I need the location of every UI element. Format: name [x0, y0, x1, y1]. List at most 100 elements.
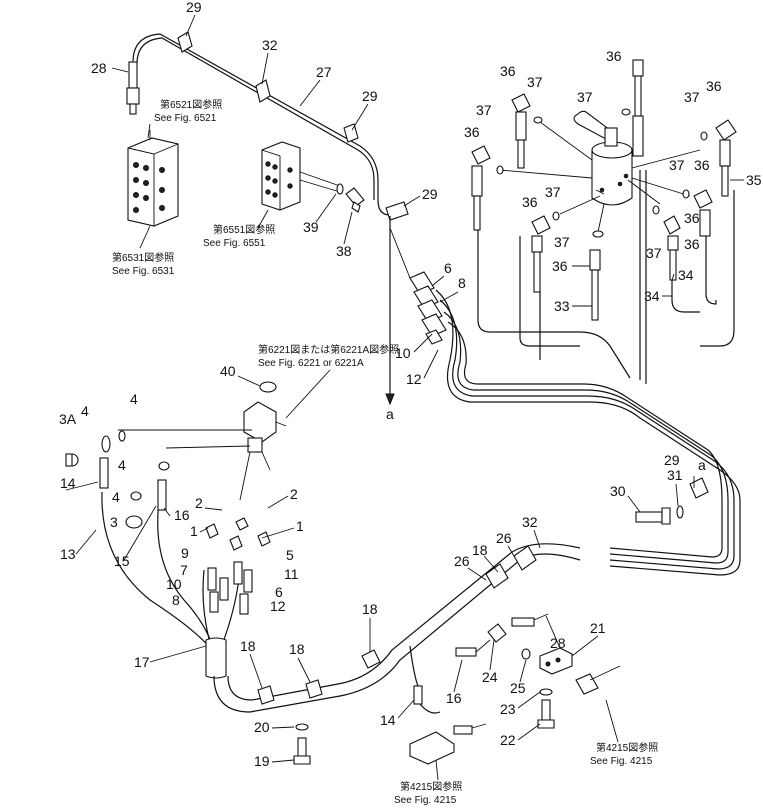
callout-20: 20 — [254, 719, 270, 735]
line-to-a-center — [385, 216, 395, 406]
callout-38: 38 — [336, 243, 352, 259]
callout-a-right: a — [698, 457, 706, 473]
ref-fig-6531: 第6531図参照 See Fig. 6531 — [112, 251, 175, 277]
callout-10: 10 — [395, 345, 411, 361]
ref-6521-en: See Fig. 6521 — [154, 113, 217, 124]
ref-4215b-en: See Fig. 4215 — [394, 795, 457, 806]
ref-fig-4215-right: 第4215図参照 See Fig. 4215 — [590, 699, 658, 767]
callout-14: 14 — [380, 712, 396, 728]
hose-14-16-bottom — [409, 613, 549, 714]
callout-1: 1 — [296, 518, 304, 534]
block-21 — [539, 647, 573, 675]
callout-17: 17 — [134, 654, 150, 670]
callout-36: 36 — [606, 48, 622, 64]
callout-21: 21 — [590, 620, 606, 636]
hose-main-18 — [213, 543, 581, 713]
callout-4: 4 — [118, 457, 126, 473]
bolt-30-washer-31 — [635, 505, 684, 525]
callout-10: 10 — [166, 576, 182, 592]
callout-18: 18 — [472, 542, 488, 558]
callout-36: 36 — [684, 236, 700, 252]
callout-37: 37 — [476, 102, 492, 118]
callout-23: 23 — [500, 701, 516, 717]
callout-5: 5 — [286, 547, 294, 563]
callout-37: 37 — [684, 89, 700, 105]
callout-leaders — [65, 14, 744, 763]
fitting-4215-right — [575, 665, 621, 695]
pump-4215-bottom — [409, 723, 487, 781]
callout-3: 3 — [110, 514, 118, 530]
callout-29: 29 — [422, 186, 438, 202]
callout-36: 36 — [464, 124, 480, 140]
callout-2: 2 — [195, 495, 203, 511]
callout-24: 24 — [482, 669, 498, 685]
callout-26: 26 — [454, 553, 470, 569]
ref-6531-en: See Fig. 6531 — [112, 266, 175, 277]
hose-bundle-left — [101, 491, 241, 651]
clamp-29-right — [385, 201, 409, 221]
callout-33: 33 — [554, 298, 570, 314]
ref-fig-6221: 第6221図または第6221A図参照 See Fig. 6221 or 6221… — [258, 343, 399, 419]
callout-29: 29 — [186, 0, 202, 15]
callout-34: 34 — [644, 288, 660, 304]
callout-2: 2 — [290, 486, 298, 502]
callout-32: 32 — [262, 37, 278, 53]
callout-16: 16 — [174, 507, 190, 523]
ref-6551-jp: 第6551図参照 — [213, 223, 275, 236]
clamp-29-top — [177, 31, 193, 53]
callout-1: 1 — [190, 523, 198, 539]
callout-labels: 29 32 27 28 29 29 39 38 6 8 10 12 a 36 3… — [59, 0, 762, 769]
hose-17-clamp — [205, 637, 227, 679]
callout-30: 30 — [610, 483, 626, 499]
ref-fig-4215-bottom: 第4215図参照 See Fig. 4215 — [394, 780, 462, 806]
callout-6: 6 — [275, 584, 283, 600]
callout-16: 16 — [446, 690, 462, 706]
callout-11: 11 — [284, 566, 299, 582]
hose-28 — [126, 61, 140, 115]
fittings-36 — [471, 59, 737, 321]
callout-13: 13 — [60, 546, 76, 562]
callout-36: 36 — [706, 78, 722, 94]
callout-37: 37 — [646, 245, 662, 261]
callout-29: 29 — [664, 452, 680, 468]
callout-4: 4 — [130, 391, 138, 407]
callout-36: 36 — [552, 258, 568, 274]
callout-9: 9 — [181, 545, 189, 561]
bolt-22-washer-23 — [537, 688, 555, 729]
callout-7: 7 — [180, 562, 188, 578]
callout-39: 39 — [303, 219, 319, 235]
callout-22: 22 — [500, 732, 516, 748]
callout-18: 18 — [362, 601, 378, 617]
ref-6531-jp: 第6531図参照 — [112, 251, 174, 264]
callout-27: 27 — [316, 64, 332, 80]
callout-25: 25 — [510, 680, 526, 696]
callout-37: 37 — [545, 184, 561, 200]
tube-bundle-right — [435, 289, 741, 576]
callout-8: 8 — [458, 275, 466, 291]
callout-36: 36 — [694, 157, 710, 173]
callout-4: 4 — [81, 403, 89, 419]
ref-6221-jp: 第6221図または第6221A図参照 — [258, 343, 399, 356]
callout-36: 36 — [522, 194, 538, 210]
callout-37: 37 — [527, 74, 543, 90]
clamp-29-mid — [343, 123, 359, 143]
callout-18: 18 — [240, 638, 256, 654]
ref-fig-6521: 第6521図参照 See Fig. 6521 — [147, 98, 222, 139]
callout-29: 29 — [362, 88, 378, 104]
callout-3A: 3A — [59, 411, 77, 427]
ref-4215a-jp: 第4215図参照 — [596, 741, 658, 754]
ref-6521-jp: 第6521図参照 — [160, 98, 222, 111]
cap-40 — [259, 381, 277, 393]
valve-block-6531 — [127, 130, 179, 249]
oring-39 — [336, 183, 344, 195]
callout-6: 6 — [444, 260, 452, 276]
callout-37: 37 — [577, 89, 593, 105]
callout-36: 36 — [684, 210, 700, 226]
callout-37: 37 — [554, 234, 570, 250]
callout-36: 36 — [500, 63, 516, 79]
callout-37: 37 — [669, 157, 685, 173]
tank — [573, 110, 633, 206]
callout-34: 34 — [678, 267, 694, 283]
fittings-6-8-10-12 — [389, 227, 447, 345]
